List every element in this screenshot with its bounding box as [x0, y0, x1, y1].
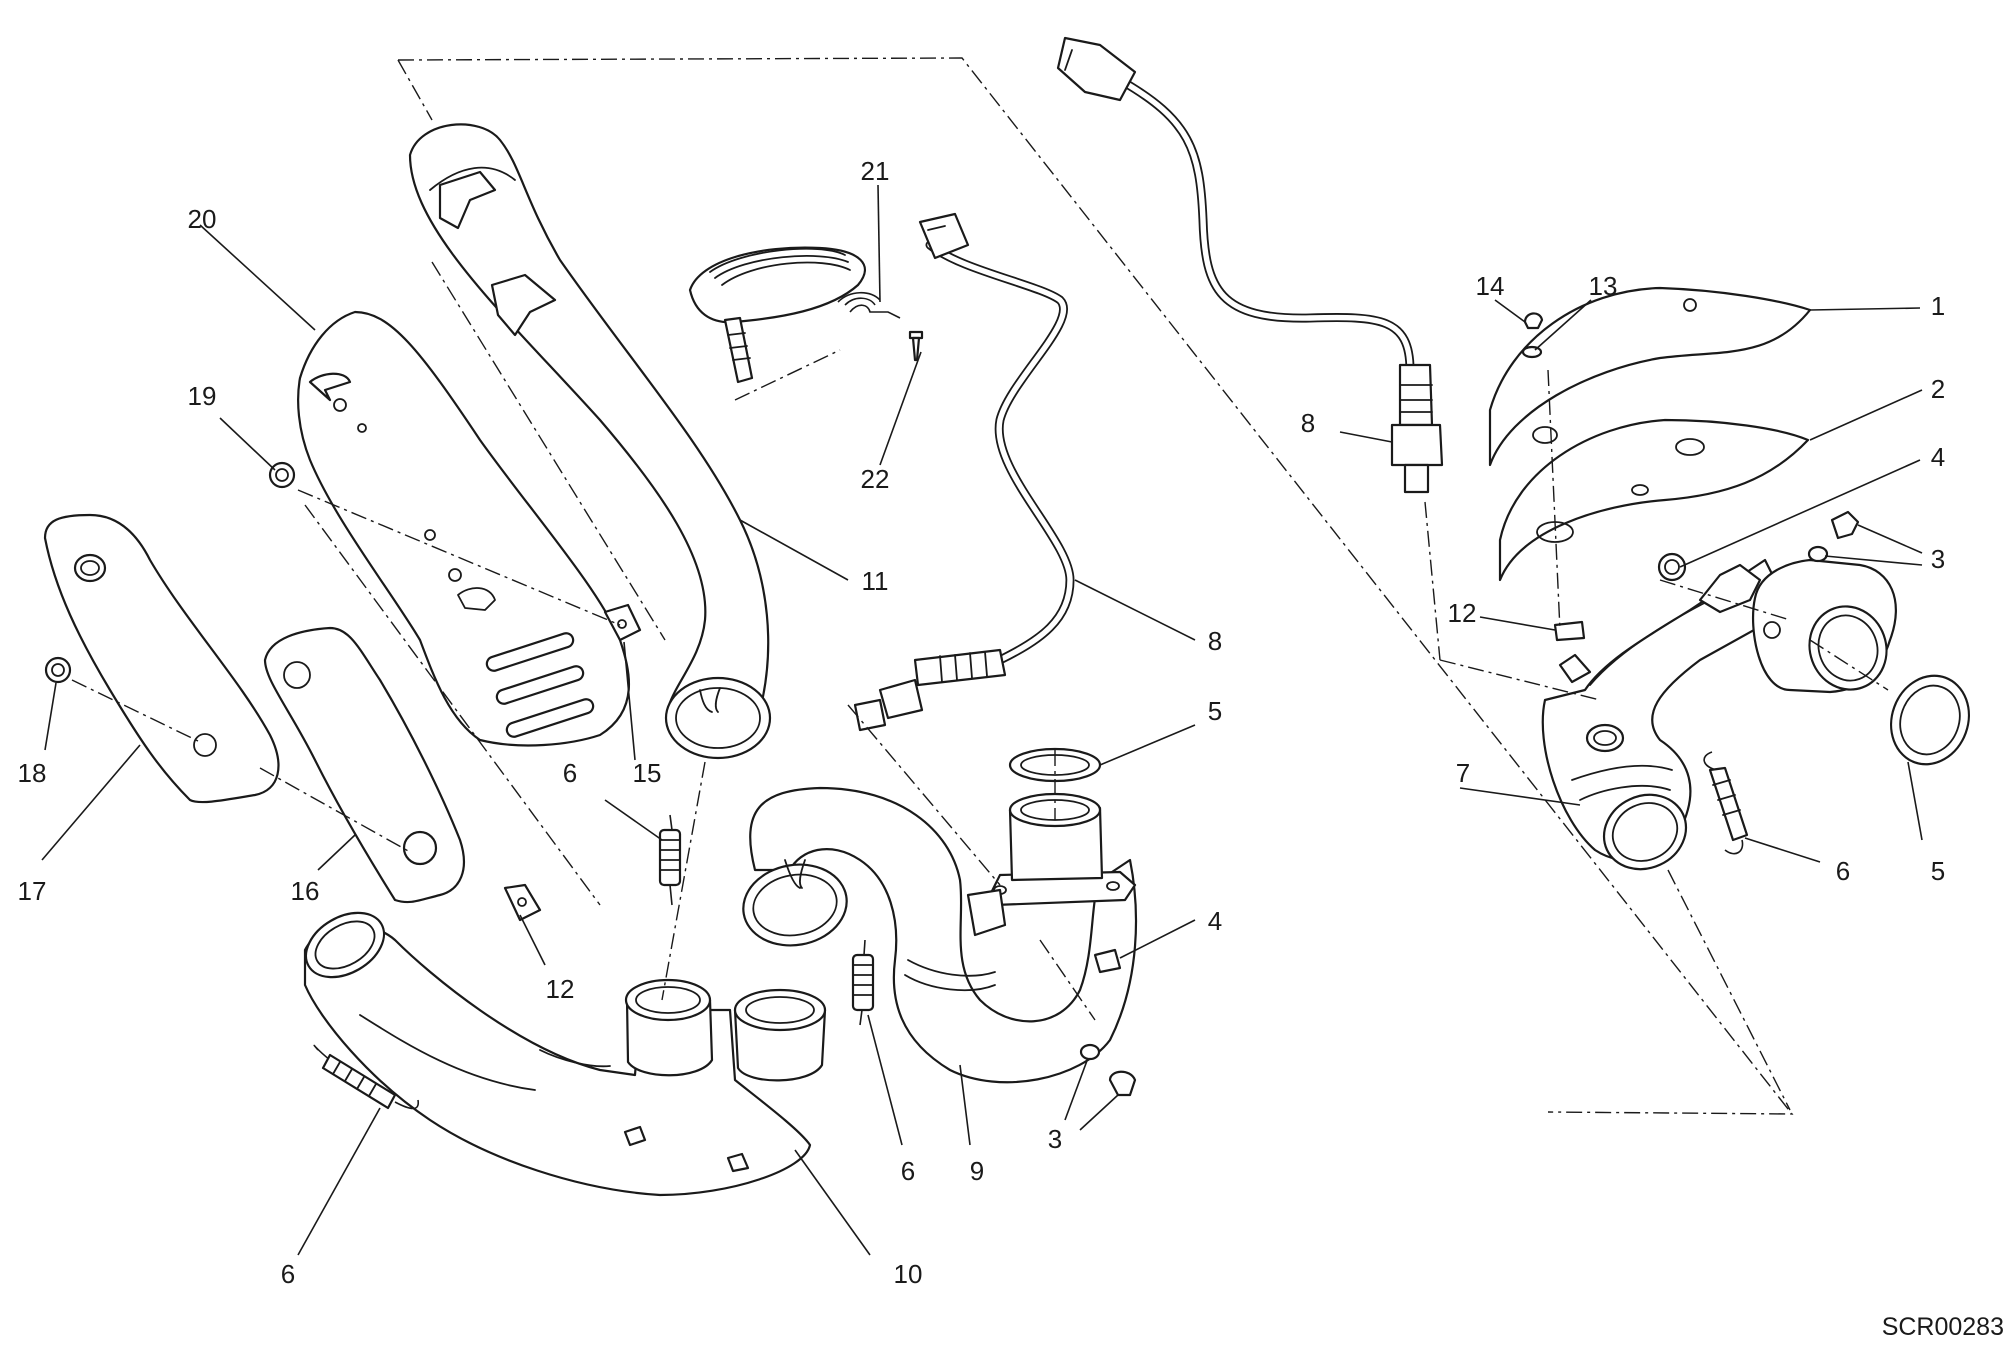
screw-3-right: [1830, 510, 1860, 540]
callout-3-right: 3: [1931, 544, 1945, 574]
callout-2: 2: [1931, 374, 1945, 404]
callout-11: 11: [862, 566, 889, 596]
spring-6-b: [851, 939, 875, 1026]
heat-shield-16: [263, 626, 465, 904]
assembly-lines: [71, 261, 1889, 1111]
heat-shield-20: [297, 310, 631, 747]
washer-13: [1521, 345, 1543, 359]
callout-1: 1: [1931, 291, 1945, 321]
callout-14: 14: [1476, 271, 1505, 301]
callout-4-right: 4: [1931, 442, 1945, 472]
leader-lines: [41, 184, 1923, 1256]
callout-8-right: 8: [1301, 408, 1315, 438]
callout-15: 15: [633, 758, 662, 788]
heat-shield-17: [43, 513, 280, 804]
callout-6-b: 6: [901, 1156, 915, 1186]
callout-5-right: 5: [1931, 856, 1945, 886]
callout-13: 13: [1589, 271, 1618, 301]
nut-4-right: [1657, 552, 1687, 582]
clip-12-right: [1553, 620, 1592, 684]
heat-shield-2: [1498, 418, 1810, 582]
callout-21: 21: [861, 156, 890, 186]
callout-6-a: 6: [563, 758, 577, 788]
callout-7: 7: [1456, 758, 1470, 788]
drawing-code: SCR00283: [1882, 1313, 2004, 1341]
callout-10: 10: [894, 1259, 923, 1289]
callout-3-center: 3: [1048, 1124, 1062, 1154]
callout-6-c: 6: [281, 1259, 295, 1289]
callout-12-left: 12: [546, 974, 575, 1004]
callout-17: 17: [18, 876, 47, 906]
callout-4-center: 4: [1208, 906, 1222, 936]
washer-3-right: [1807, 545, 1829, 563]
clip-12-left: [503, 883, 542, 922]
callout-20: 20: [188, 204, 217, 234]
lambda-sensor-8-right: [1056, 36, 1444, 494]
screw-3-center: [1108, 1070, 1137, 1097]
heat-shield-1: [1488, 286, 1812, 467]
callout-19: 19: [188, 381, 217, 411]
nut-4-center: [1093, 948, 1122, 974]
gasket-5-right: [1890, 674, 1970, 766]
callout-12-right: 12: [1448, 598, 1477, 628]
assembly-outline: [397, 57, 1794, 1115]
mid-pipe-11: [408, 123, 772, 760]
screw-14: [1523, 312, 1544, 330]
callout-16: 16: [291, 876, 320, 906]
clip-15: [603, 603, 642, 642]
collector-10: [303, 911, 827, 1197]
callout-8-center: 8: [1208, 626, 1222, 656]
washer-3-center: [1079, 1043, 1101, 1061]
header-flange: [1698, 558, 1897, 694]
callout-22: 22: [861, 464, 890, 494]
nut-18: [44, 656, 72, 684]
nut-19: [268, 461, 296, 489]
callout-18: 18: [18, 758, 47, 788]
header-pipe-7: [1541, 558, 1792, 871]
callout-6-d: 6: [1836, 856, 1850, 886]
lambda-sensor-8-center: [853, 212, 1075, 732]
spring-6-a: [658, 814, 682, 906]
spring-6-c: [313, 1044, 420, 1110]
callout-5-center: 5: [1208, 696, 1222, 726]
callout-labels: 1 2 3 3 4 4 5 5 6 6 6 6 7 8 8 9 10 11 12…: [18, 156, 1946, 1289]
spring-6-d: [1703, 751, 1749, 855]
callout-9: 9: [970, 1156, 984, 1186]
sensor-boss-21: [688, 246, 924, 384]
